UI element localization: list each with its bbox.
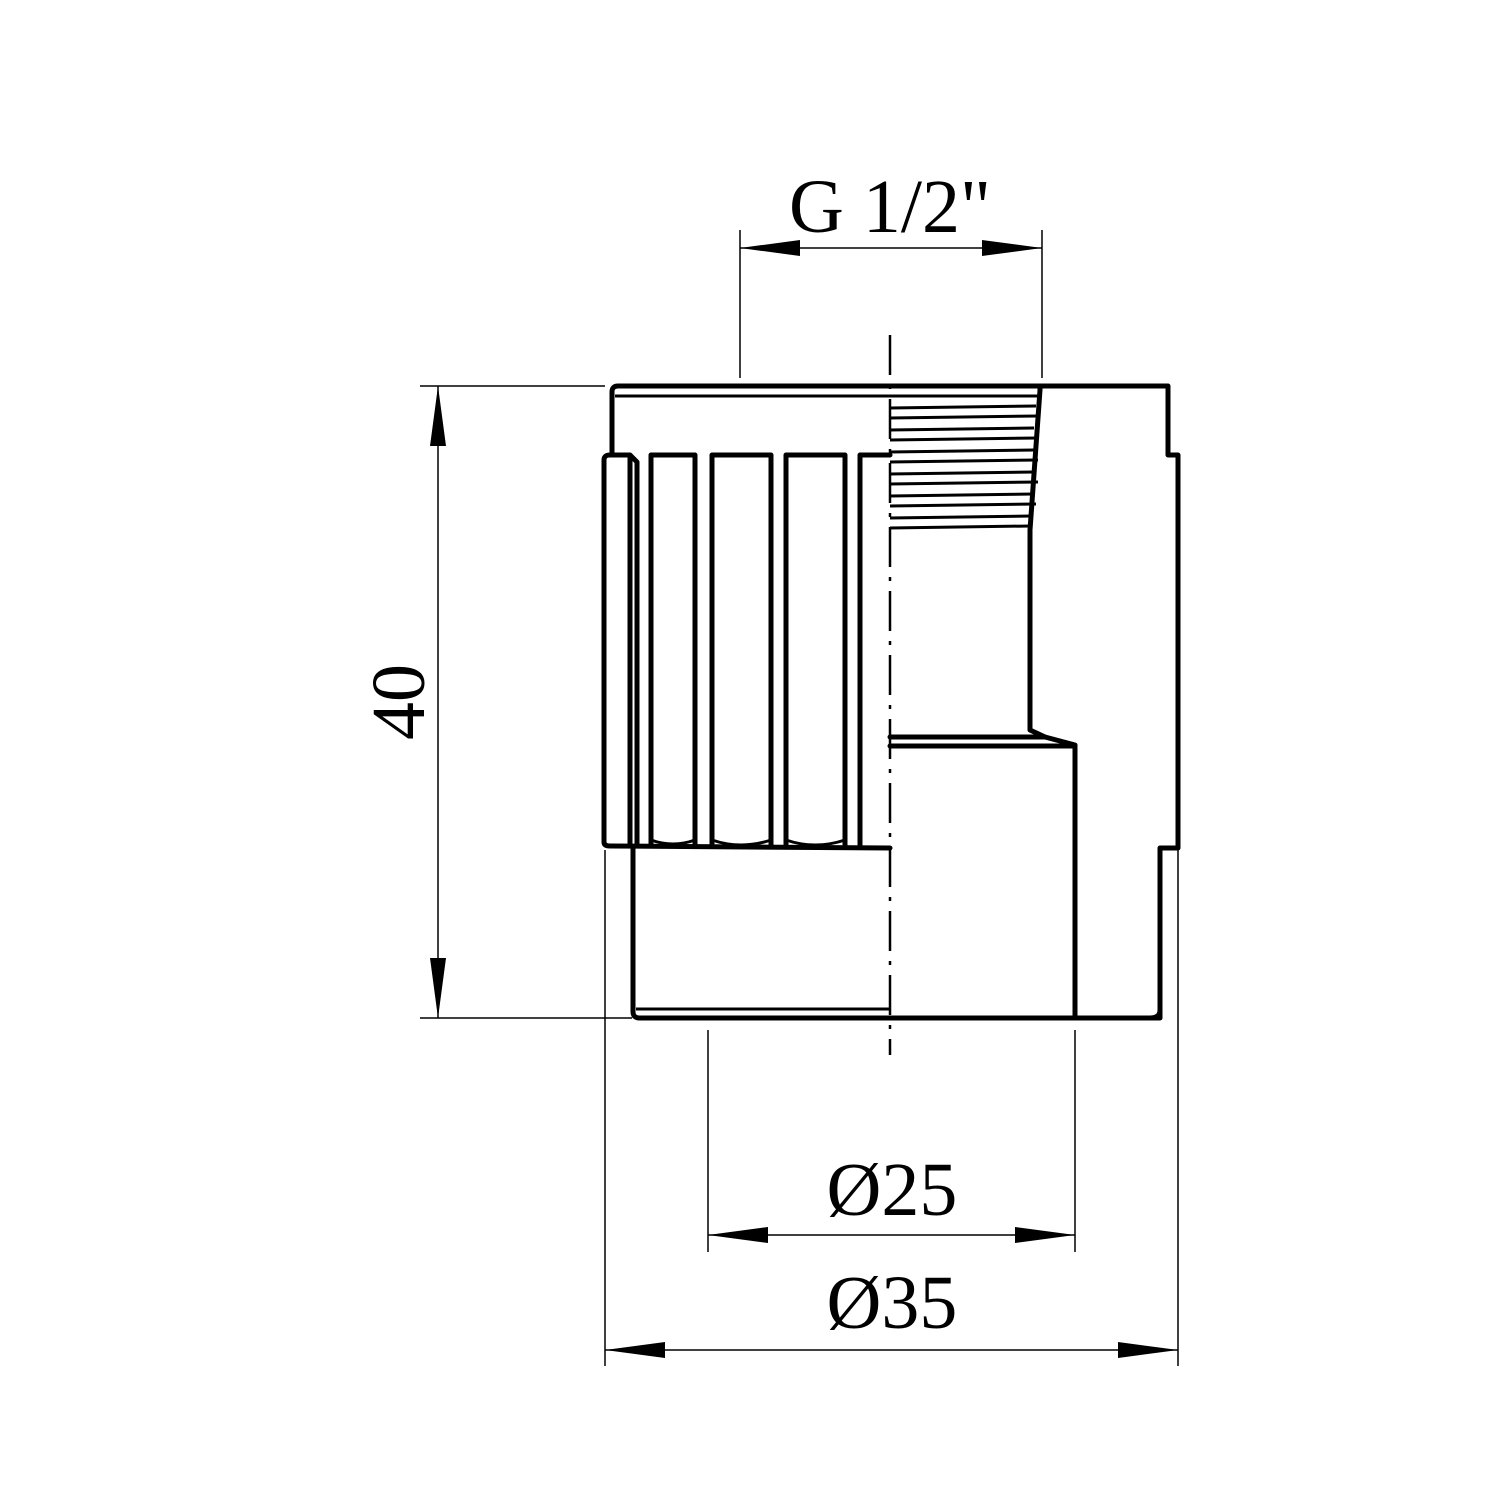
thread-label: G 1/2": [789, 165, 991, 249]
outer-diameter-label: Ø35: [827, 1261, 958, 1345]
height-label: 40: [357, 664, 441, 740]
body-outline: [601, 383, 1163, 1021]
bore-step: [887, 734, 1078, 749]
internal-thread: [889, 394, 1039, 530]
dimension-height: 40: [357, 385, 632, 1019]
dimension-inner-diameter: Ø25: [707, 1030, 1076, 1252]
dimension-thread: G 1/2": [739, 165, 1043, 378]
section-hatch: [1027, 383, 1181, 1021]
dimension-outer-diameter: Ø35: [604, 850, 1179, 1366]
inner-diameter-label: Ø25: [827, 1148, 958, 1232]
